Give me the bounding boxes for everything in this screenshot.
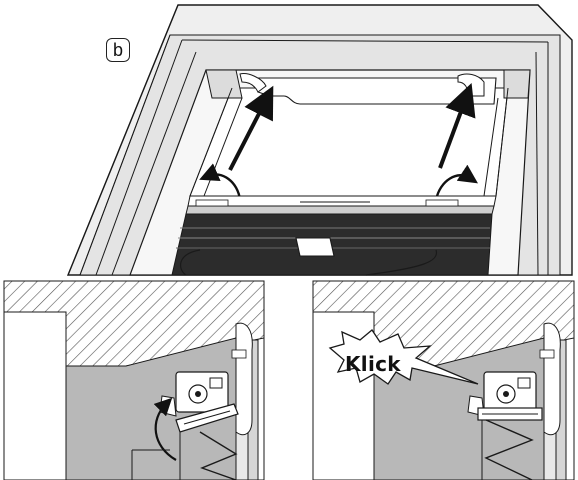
insert-arrow-icon — [228, 85, 274, 171]
roof-window-overview — [66, 4, 573, 276]
handle — [295, 237, 335, 257]
rotate-arrow-icon — [153, 397, 177, 461]
rotate-arrow-icon — [434, 164, 478, 201]
burst-callout-icon — [328, 329, 479, 385]
insert-arrow-icon — [438, 83, 476, 169]
detail-panel-left — [3, 280, 265, 480]
step-label: b — [106, 38, 130, 62]
callout-text: Klick — [345, 352, 401, 376]
detail-panel-right — [312, 280, 575, 480]
